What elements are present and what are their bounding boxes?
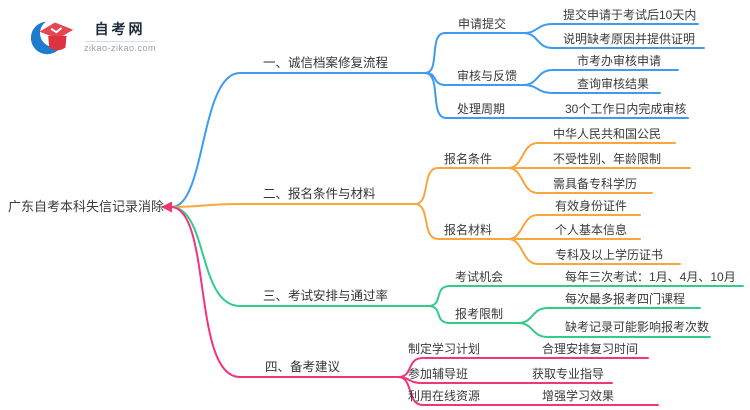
node-make-study-plan: 制定学习计划: [408, 342, 481, 356]
leaf-check-review-result: 查询审核结果: [577, 77, 650, 91]
branch2-connectors: [171, 142, 691, 265]
leaf-explain-absence-proof: 说明缺考原因并提供证明: [563, 32, 696, 46]
leaf-max-four-courses: 每次最多报考四门课程: [565, 292, 686, 306]
logo-text-block: 自考网 zikao-zikao.com: [84, 19, 156, 53]
branch3-connectors: [171, 206, 744, 338]
leaf-no-gender-age-limit: 不受性别、年龄限制: [553, 152, 662, 166]
branch4-connectors: [171, 206, 659, 406]
leaf-college-diploma-required: 需具备专科学历: [553, 177, 638, 191]
branch1-connectors: [171, 23, 705, 208]
branch4-title: 四、备考建议: [265, 360, 341, 374]
node-processing-period: 处理周期: [457, 102, 506, 116]
node-review-feedback: 审核与反馈: [457, 69, 518, 83]
leaf-city-office-review: 市考办审核申请: [577, 54, 662, 68]
leaf-enhance-learning-effect: 增强学习效果: [542, 389, 615, 403]
leaf-arrange-review-time: 合理安排复习时间: [542, 342, 639, 356]
leaf-absence-affects-attempts: 缺考记录可能影响报考次数: [565, 320, 710, 334]
leaf-30-working-days: 30个工作日内完成审核: [565, 102, 687, 116]
branch3-title: 三、考试安排与通过率: [263, 289, 389, 303]
node-join-tutoring-class: 参加辅导班: [408, 367, 469, 381]
branch2-title: 二、报名条件与材料: [263, 187, 376, 201]
leaf-personal-info: 个人基本信息: [555, 223, 628, 237]
leaf-diploma-certificate: 专科及以上学历证书: [555, 248, 664, 262]
root-node: 广东自考本科失信记录消除: [8, 199, 165, 214]
leaf-valid-id: 有效身份证件: [555, 199, 628, 213]
logo-divider: [85, 41, 156, 42]
leaf-submit-within-10-days: 提交申请于考试后10天内: [563, 8, 697, 22]
node-registration-materials: 报名材料: [444, 223, 493, 237]
logo-title: 自考网: [94, 21, 146, 37]
node-registration-limits: 报考限制: [455, 307, 504, 321]
node-exam-opportunities: 考试机会: [455, 270, 504, 284]
node-use-online-resources: 利用在线资源: [408, 389, 481, 403]
root-junction-arrow-icon: [161, 201, 172, 213]
site-logo: 自考网 zikao-zikao.com: [28, 13, 156, 59]
node-registration-conditions: 报名条件: [444, 152, 493, 166]
branch1-title: 一、诚信档案修复流程: [263, 56, 389, 70]
leaf-get-professional-guidance: 获取专业指导: [532, 367, 605, 381]
node-apply-submit: 申请提交: [458, 17, 507, 31]
graduation-cap-logo-icon: [30, 19, 74, 55]
logo-domain: zikao-zikao.com: [84, 43, 157, 53]
leaf-three-exams-per-year: 每年三次考试：1月、4月、10月: [565, 270, 736, 284]
leaf-prc-citizen: 中华人民共和国公民: [553, 127, 662, 141]
